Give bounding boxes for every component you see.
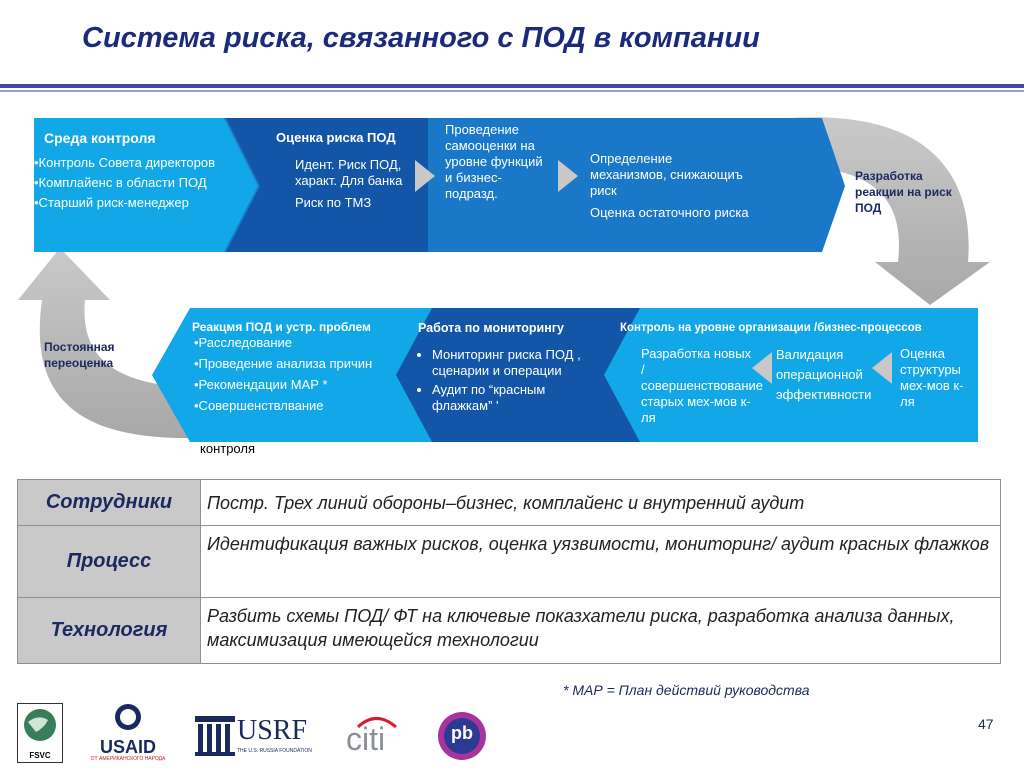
list-item: Мониторинг риска ПОД , сценарии и операц… bbox=[432, 347, 588, 379]
title-divider-thin bbox=[0, 90, 1024, 92]
list-item: •Проведение анализа причин bbox=[194, 356, 373, 371]
usrf-subtext: THE U.S. RUSSIA FOUNDATION bbox=[237, 748, 312, 754]
org-control-col1: Разработка новых / совершенствование ста… bbox=[641, 346, 764, 425]
list-item: •Комплайенс в области ПОД bbox=[34, 175, 207, 190]
org-control-block bbox=[594, 308, 978, 442]
list-item: •Совершенствлвание bbox=[194, 398, 324, 413]
control-env-list: •Контроль Совета директоров •Комплайенс … bbox=[34, 155, 249, 211]
risk-assessment-list: Идент. Риск ПОД, характ. Для банка Риск … bbox=[295, 157, 405, 211]
org-control-col3: Оценка структуры мех-мов к-ля bbox=[900, 346, 964, 409]
reaction-curve-arrow bbox=[790, 117, 990, 305]
control-env-heading: Среда контроля bbox=[44, 130, 156, 146]
usrf-text: USRF bbox=[237, 715, 308, 746]
summary-table: Сотрудники Постр. Трех линий обороны–биз… bbox=[17, 479, 1001, 664]
list-item: Идент. Риск ПОД, характ. Для банка bbox=[295, 157, 403, 188]
arrow-icon bbox=[752, 352, 772, 384]
monitoring-list: Мониторинг риска ПОД , сценарии и операц… bbox=[418, 347, 588, 417]
reassessment-curve-arrow bbox=[18, 248, 198, 439]
arrow-icon bbox=[415, 160, 435, 192]
usaid-subtext: ОТ АМЕРИКАНСКОГО НАРОДА bbox=[90, 756, 166, 762]
row-text: Постр. Трех линий обороны–бизнес, компла… bbox=[200, 479, 1001, 526]
mechanisms-list: Определение механизмов, снижающиъ риск О… bbox=[590, 151, 750, 221]
fsvc-text: FSVC bbox=[29, 751, 51, 760]
row-text: Разбить схемы ПОД/ ФТ на ключевые показх… bbox=[200, 597, 1001, 664]
self-assessment-text: Проведение самооценки на уровне функций … bbox=[445, 122, 543, 201]
risk-assessment-heading: Оценка риска ПОД bbox=[276, 130, 396, 145]
row-label: Процесс bbox=[17, 525, 201, 598]
response-list: •Расследование •Проведение анализа причи… bbox=[194, 335, 399, 414]
response-heading: Реакцмя ПОД и устр. проблем bbox=[192, 320, 371, 334]
org-control-col2: Валидация операционной эффективности bbox=[776, 347, 872, 402]
org-control-heading: Контроль на уровне организации /бизнес-п… bbox=[620, 322, 922, 334]
list-item: Оценка остаточного риска bbox=[590, 205, 749, 220]
table-row: Сотрудники Постр. Трех линий обороны–биз… bbox=[17, 479, 1001, 526]
page-title: Система риска, связанного с ПОД в компан… bbox=[82, 22, 760, 54]
pb-badge-icon bbox=[438, 712, 486, 760]
row-label: Сотрудники bbox=[17, 479, 201, 526]
seal-icon bbox=[115, 704, 141, 730]
arc-icon bbox=[356, 717, 397, 728]
response-tail: контроля bbox=[200, 441, 255, 456]
list-item: •Контроль Совета директоров bbox=[34, 155, 216, 170]
arrow-icon bbox=[558, 160, 578, 192]
columns-icon bbox=[195, 716, 235, 756]
response-block bbox=[152, 308, 432, 442]
risk-flow-diagram bbox=[18, 117, 990, 442]
row-text: Идентификация важных рисков, оценка уязв… bbox=[200, 525, 1001, 598]
footnote: * МАР = План действий руководства bbox=[563, 682, 810, 698]
pb-text: pb bbox=[451, 723, 473, 743]
usaid-logo: USAID ОТ АМЕРИКАНСКОГО НАРОДА bbox=[88, 703, 168, 762]
row-label: Технология bbox=[17, 597, 201, 664]
list-item: •Рекомендации МАР * bbox=[194, 377, 328, 392]
table-row: Процесс Идентификация важных рисков, оце… bbox=[17, 525, 1001, 598]
reaction-label: Разработка реакции на риск ПОД bbox=[855, 169, 952, 215]
list-item: Определение механизмов, снижающиъ риск bbox=[590, 151, 743, 198]
list-item: •Расследование bbox=[194, 335, 293, 350]
reassessment-label: Постоянная переоценка bbox=[44, 340, 115, 370]
control-env-block bbox=[34, 118, 284, 252]
monitoring-block bbox=[390, 308, 640, 442]
list-item: Аудит по “красным флажкам” ' bbox=[432, 382, 588, 414]
arrow-icon bbox=[872, 352, 892, 384]
fsvc-logo: FSVC bbox=[17, 703, 63, 763]
usaid-text: USAID bbox=[99, 737, 156, 757]
list-item: •Старший риск-менеджер bbox=[34, 195, 189, 210]
title-divider bbox=[0, 84, 1024, 88]
risk-assessment-inner bbox=[226, 118, 428, 252]
page-number: 47 bbox=[978, 716, 994, 732]
citi-logo: citi bbox=[346, 712, 406, 758]
table-row: Технология Разбить схемы ПОД/ ФТ на ключ… bbox=[17, 597, 1001, 664]
pb-logo: pb bbox=[436, 710, 488, 762]
usrf-logo: USRF THE U.S. RUSSIA FOUNDATION bbox=[195, 716, 325, 758]
citi-text: citi bbox=[346, 721, 386, 757]
list-item: Риск по ТМЗ bbox=[295, 195, 372, 210]
monitoring-heading: Работа по мониторингу bbox=[418, 321, 564, 335]
globe-icon bbox=[24, 709, 56, 741]
